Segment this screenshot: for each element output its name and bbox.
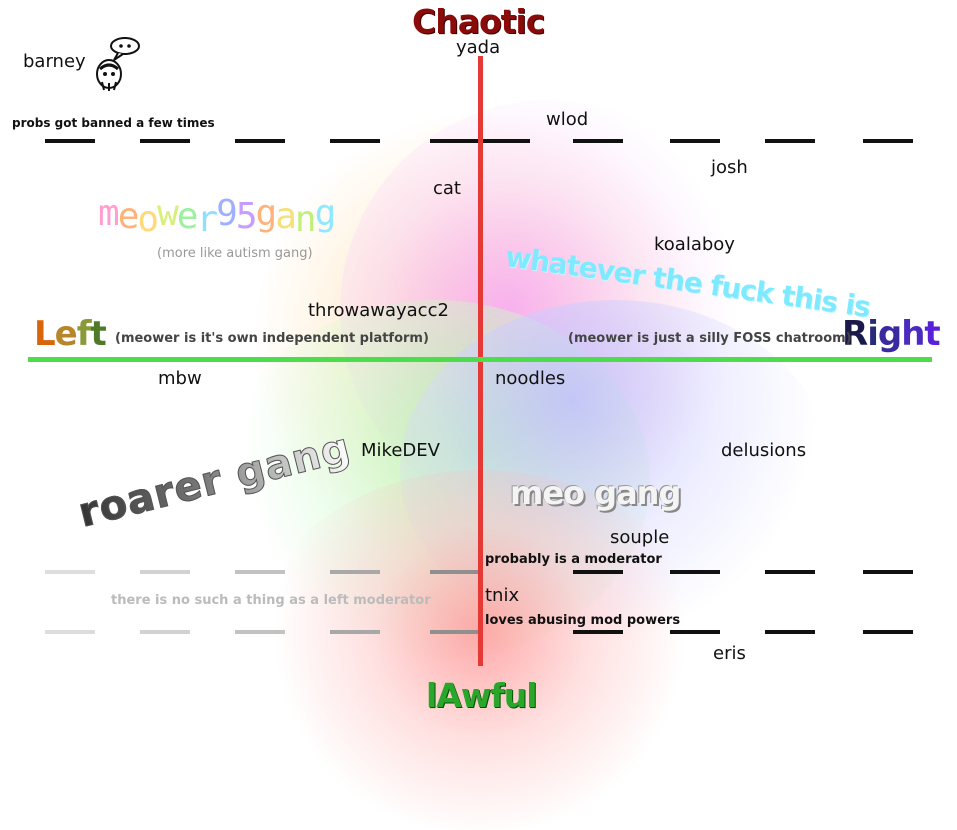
rainbow-letter: 5	[235, 196, 258, 237]
dash-segment	[235, 630, 285, 634]
axis-letter: i	[867, 314, 879, 354]
dash-segment	[670, 139, 720, 143]
person-mbw: mbw	[158, 368, 202, 389]
dash-segment	[670, 630, 720, 634]
dash-segment	[863, 570, 913, 574]
axis-right-note: (meower is just a silly FOSS chatroom)	[568, 331, 852, 346]
region-bottom-right-label: meo gang	[510, 474, 681, 512]
left-fade-mask	[0, 572, 260, 720]
dash-segment	[863, 139, 913, 143]
dash-segment	[573, 570, 623, 574]
dash-segment	[670, 570, 720, 574]
dash-segment	[45, 630, 95, 634]
person-throwawayacc2: throwawayacc2	[308, 300, 449, 321]
axis-top-label: Chaotic	[412, 2, 545, 41]
dash-segment	[430, 570, 480, 574]
person-tnix: tnix	[485, 585, 520, 606]
dash-segment	[330, 570, 380, 574]
rainbow-letter: o	[137, 199, 159, 240]
dash-segment	[765, 630, 815, 634]
rainbow-letter: m	[98, 193, 120, 234]
person-koalaboy: koalaboy	[654, 234, 735, 255]
dash-segment	[330, 630, 380, 634]
region-top-left-sublabel: (more like autism gang)	[157, 246, 313, 261]
rainbow-letter: e	[176, 196, 199, 237]
axis-left-note: (meower is it's own independent platform…	[115, 331, 429, 346]
dash-segment	[235, 570, 285, 574]
axis-letter: L	[34, 314, 56, 354]
axis-left-text: Left	[34, 314, 107, 354]
axis-letter: t	[924, 314, 940, 354]
rainbow-letter: n	[294, 199, 317, 240]
axis-left-label: Left	[34, 314, 107, 354]
person-cat: cat	[433, 178, 461, 199]
person-mikedev: MikeDEV	[361, 440, 440, 461]
axis-right-text: Right	[842, 314, 941, 354]
dash-segment	[765, 139, 815, 143]
rainbow-letter: 9	[216, 193, 238, 234]
note-banned: probs got banned a few times	[12, 116, 215, 130]
dash-segment	[140, 139, 190, 143]
axis-bottom-label: lAwful	[426, 676, 537, 715]
axis-letter: e	[54, 314, 78, 354]
doodle-icon-svg	[96, 37, 140, 91]
note-no-left-moderator: there is no such a thing as a left moder…	[111, 593, 431, 608]
person-wlod: wlod	[546, 109, 589, 130]
horizontal-axis	[28, 357, 932, 362]
dash-segment	[573, 139, 623, 143]
rainbow-letter: e	[117, 196, 140, 237]
axis-letter: t	[90, 314, 107, 354]
region-top-left-label: meower95 gang	[98, 193, 337, 240]
person-yada: yada	[456, 37, 501, 58]
dash-segment	[140, 570, 190, 574]
dash-segment	[573, 630, 623, 634]
rainbow-letter: g	[255, 193, 278, 234]
rainbow-letter: r	[196, 199, 218, 240]
axis-letter: g	[877, 314, 902, 354]
person-noodles: noodles	[495, 368, 566, 389]
dash-segment	[140, 630, 190, 634]
axis-letter: h	[901, 314, 925, 354]
dash-segment	[45, 139, 95, 143]
person-josh: josh	[711, 157, 748, 178]
axis-right-label: Right	[842, 314, 941, 354]
doodle-icon	[92, 34, 142, 94]
dash-segment	[863, 630, 913, 634]
note-abuse: loves abusing mod powers	[485, 613, 681, 628]
dash-segment	[765, 570, 815, 574]
note-moderator: probably is a moderator	[485, 552, 662, 567]
rainbow-letter: a	[275, 196, 297, 237]
rainbow-letter: w	[157, 193, 179, 234]
dash-segment	[430, 630, 480, 634]
axis-letter: R	[842, 314, 868, 354]
dash-segment	[45, 570, 95, 574]
dash-segment	[330, 139, 380, 143]
axis-letter: f	[76, 314, 92, 354]
region-top-left-text: meower95 gang	[98, 193, 337, 240]
person-souple: souple	[610, 527, 670, 548]
dash-segment	[235, 139, 285, 143]
person-barney: barney	[23, 51, 86, 72]
rainbow-letter: g	[314, 193, 337, 234]
person-delusions: delusions	[721, 440, 807, 461]
person-eris: eris	[713, 643, 746, 664]
